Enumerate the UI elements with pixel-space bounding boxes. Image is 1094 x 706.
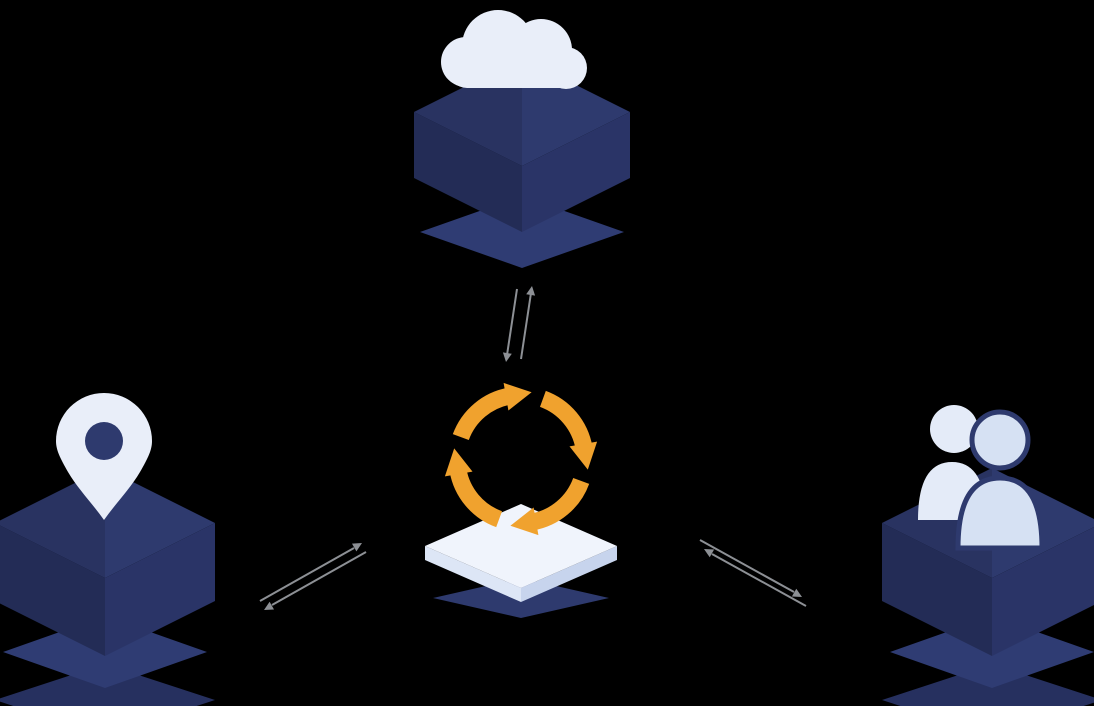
users-node xyxy=(882,405,1094,706)
cycle-arc-1 xyxy=(452,387,512,441)
cloud-icon xyxy=(441,10,587,89)
arrow-line xyxy=(711,553,807,607)
cycle-arrowhead-1 xyxy=(503,382,532,411)
cycle-arc-3 xyxy=(530,477,590,531)
cloud-base xyxy=(448,50,586,88)
pin-hole xyxy=(85,422,123,460)
arrow-line xyxy=(699,539,795,593)
connector-top xyxy=(502,286,536,362)
cycle-arc-2 xyxy=(539,390,593,450)
user-front-head xyxy=(969,409,1031,471)
cube-right-face xyxy=(105,523,215,656)
platform-slab-top xyxy=(425,504,617,588)
arrow-head-up xyxy=(526,286,536,296)
cube-right-face xyxy=(522,112,630,232)
arrow-head-toward-center xyxy=(704,549,715,558)
location-pin-icon xyxy=(56,393,152,520)
cube-left-face xyxy=(414,112,522,232)
arrow-line xyxy=(271,551,367,606)
location-node xyxy=(0,393,215,706)
connector-right xyxy=(699,539,807,607)
cube-left-face xyxy=(0,525,105,656)
users-icon xyxy=(918,405,1045,551)
cycle-arc-4 xyxy=(449,468,503,528)
cube-left-face xyxy=(882,523,992,656)
arrow-line xyxy=(259,547,355,602)
cycle-arrowhead-3 xyxy=(510,507,539,536)
sync-hub-node xyxy=(425,382,617,618)
arrow-line xyxy=(506,288,518,356)
arrow-head-toward-left-node xyxy=(264,601,274,610)
cube-top-shade xyxy=(0,468,105,578)
user-back-head xyxy=(930,405,978,453)
cube-top-face xyxy=(0,468,215,578)
cycle-arrowhead-2 xyxy=(569,441,598,470)
arrow-head-down xyxy=(502,352,512,362)
cycle-arrowhead-4 xyxy=(444,448,473,477)
arrow-line xyxy=(520,292,532,360)
user-front-body xyxy=(955,475,1045,551)
arrow-head-toward-center xyxy=(352,543,362,552)
connector-left xyxy=(259,543,367,610)
arrow-head-toward-right-node xyxy=(791,588,802,597)
cube-right-face xyxy=(992,527,1094,656)
user-front xyxy=(955,409,1045,551)
platform-slab-right xyxy=(521,546,617,602)
platform-slab-left xyxy=(425,546,521,602)
sync-cycle-icon xyxy=(444,382,598,536)
cloud-server-node xyxy=(414,10,630,268)
